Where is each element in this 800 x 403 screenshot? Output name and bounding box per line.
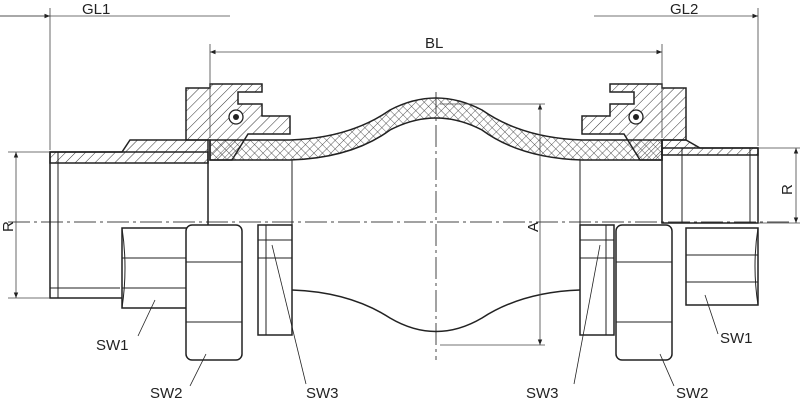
- left-threaded-nipple: [49, 139, 209, 309]
- gl2-label: GL2: [670, 1, 698, 18]
- dimension-gl2: [594, 8, 759, 146]
- sw1-left-leader: [137, 299, 156, 337]
- right-threaded-nipple: [661, 139, 759, 306]
- left-collar: [257, 224, 293, 336]
- dimension-r-left: [8, 151, 50, 299]
- bl-label: BL: [425, 35, 443, 52]
- gl1-label: GL1: [82, 1, 110, 18]
- a-label: A: [525, 222, 542, 232]
- dimension-a: [440, 103, 545, 346]
- dimension-r-right: [758, 147, 800, 224]
- dimension-gl1: [0, 8, 230, 150]
- right-collar: [579, 224, 615, 336]
- sw1-left-label: SW1: [96, 337, 129, 354]
- sw3-left-label: SW3: [306, 385, 339, 402]
- sw1-right-label: SW1: [720, 330, 753, 347]
- r-right-label: R: [779, 184, 796, 195]
- sw2-right-leader: [659, 353, 675, 387]
- sw3-right-label: SW3: [526, 385, 559, 402]
- sw2-left-leader: [189, 353, 207, 387]
- sw2-left-label: SW2: [150, 385, 183, 402]
- sw2-right-label: SW2: [676, 385, 709, 402]
- right-union-nut: [581, 83, 687, 361]
- sw3-left-leader: [271, 244, 307, 385]
- r-left-label: R: [0, 221, 17, 232]
- sw1-right-leader: [704, 294, 719, 335]
- sw3-right-leader: [573, 244, 601, 385]
- dimension-bl: [209, 44, 663, 138]
